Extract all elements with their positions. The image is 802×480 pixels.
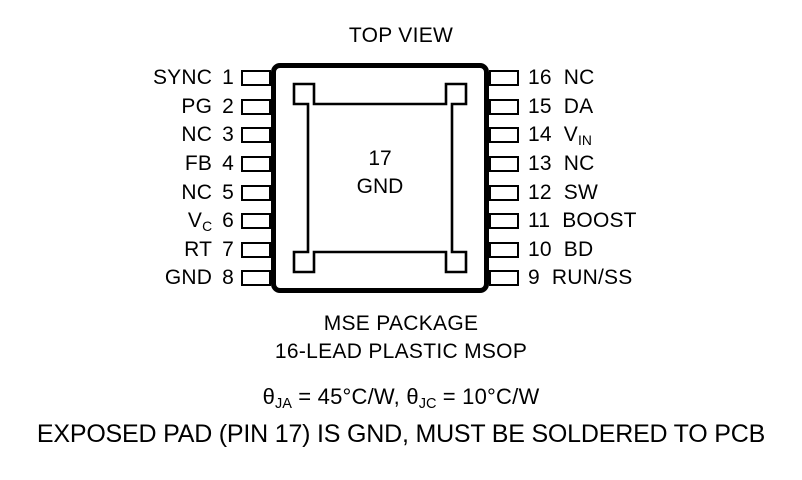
pin-row: GND 8 [165,264,271,293]
pin-number: 12 [528,180,552,204]
theta-subscript: JC [418,396,437,413]
pin-row: 9 RUN/SS [489,264,632,293]
pin-number: 7 [222,237,234,261]
pin-row: 14 VIN [489,121,592,150]
pin-number: 9 [528,266,540,290]
pin-label: NC [563,152,595,176]
pin-label: BD [563,237,594,261]
pin-number: 3 [222,123,234,147]
pin-lead [241,213,271,230]
pin-number: 13 [528,152,552,176]
pin-label: FB [184,152,213,176]
pin-lead [489,270,519,287]
pin-label: BOOST [562,209,637,233]
pin-number: 5 [222,180,234,204]
pin-number: 14 [528,123,552,147]
pin-label: SYNC [152,66,213,90]
pin-lead [489,241,519,258]
pin-row: NC 5 [181,178,271,207]
pin-label: GND [164,266,213,290]
pin-row: RT 7 [184,236,271,265]
pin-number: 16 [528,66,552,90]
pin-lead [241,270,271,287]
page-title: TOP VIEW [348,24,454,47]
pin-number: 1 [222,66,234,90]
pin-label: PG [181,94,213,118]
pin-label: VIN [563,123,592,148]
exposed-pad-name: GND [356,174,404,198]
pin-label: NC [181,123,213,147]
pin-label: SW [563,180,598,204]
pin-number: 6 [222,209,234,233]
pin-label: RT [184,237,213,261]
pin-number: 11 [528,209,551,233]
pin-lead [241,127,271,144]
pin-lead [489,70,519,87]
package-description-caption: 16-LEAD PLASTIC MSOP [274,340,528,363]
pin-number: 4 [222,152,234,176]
pin-label: DA [563,94,594,118]
pin-lead [489,184,519,201]
exposed-pad-label: 17 GND [292,145,468,200]
exposed-pad-number: 17 [368,147,392,170]
theta-subscript: JA [275,396,292,413]
pin-lead [241,156,271,173]
pin-label: NC [181,180,213,204]
pin-row: NC 3 [181,121,271,150]
pin-label-subscript: IN [577,131,592,148]
pin-label: NC [563,66,595,90]
pin-number: 15 [528,94,552,118]
pin-number: 8 [222,266,234,290]
pin-row: FB 4 [185,150,271,179]
pin-row: VC 6 [188,207,271,236]
pin-label-subscript: C [202,217,213,234]
pin-lead [241,70,271,87]
pin-lead [241,184,271,201]
pin-lead [489,213,519,230]
pin-lead [489,98,519,115]
pin-number: 2 [222,94,234,118]
pin-row: 10 BD [489,236,593,265]
pin-row: SYNC 1 [153,64,271,93]
pin-lead [489,127,519,144]
pin-row: 12 SW [489,178,598,207]
pin-row: PG 2 [181,93,271,122]
pin-lead [241,98,271,115]
pin-lead [241,241,271,258]
pin-lead [489,156,519,173]
exposed-pad-outline [292,82,468,274]
pin-row: 16 NC [489,64,595,93]
pin-label: VC [187,208,213,234]
package-name-caption: MSE PACKAGE [323,312,479,335]
pin-label: RUN/SS [551,266,633,290]
pin-row: 13 NC [489,150,595,179]
exposed-pad-note: EXPOSED PAD (PIN 17) IS GND, MUST BE SOL… [36,420,766,448]
pin-row: 15 DA [489,93,593,122]
pin-number: 10 [528,237,552,261]
pin-row: 11 BOOST [489,207,637,236]
thermal-resistance-note: θJA = 45°C/W, θJC = 10°C/W [262,384,540,413]
